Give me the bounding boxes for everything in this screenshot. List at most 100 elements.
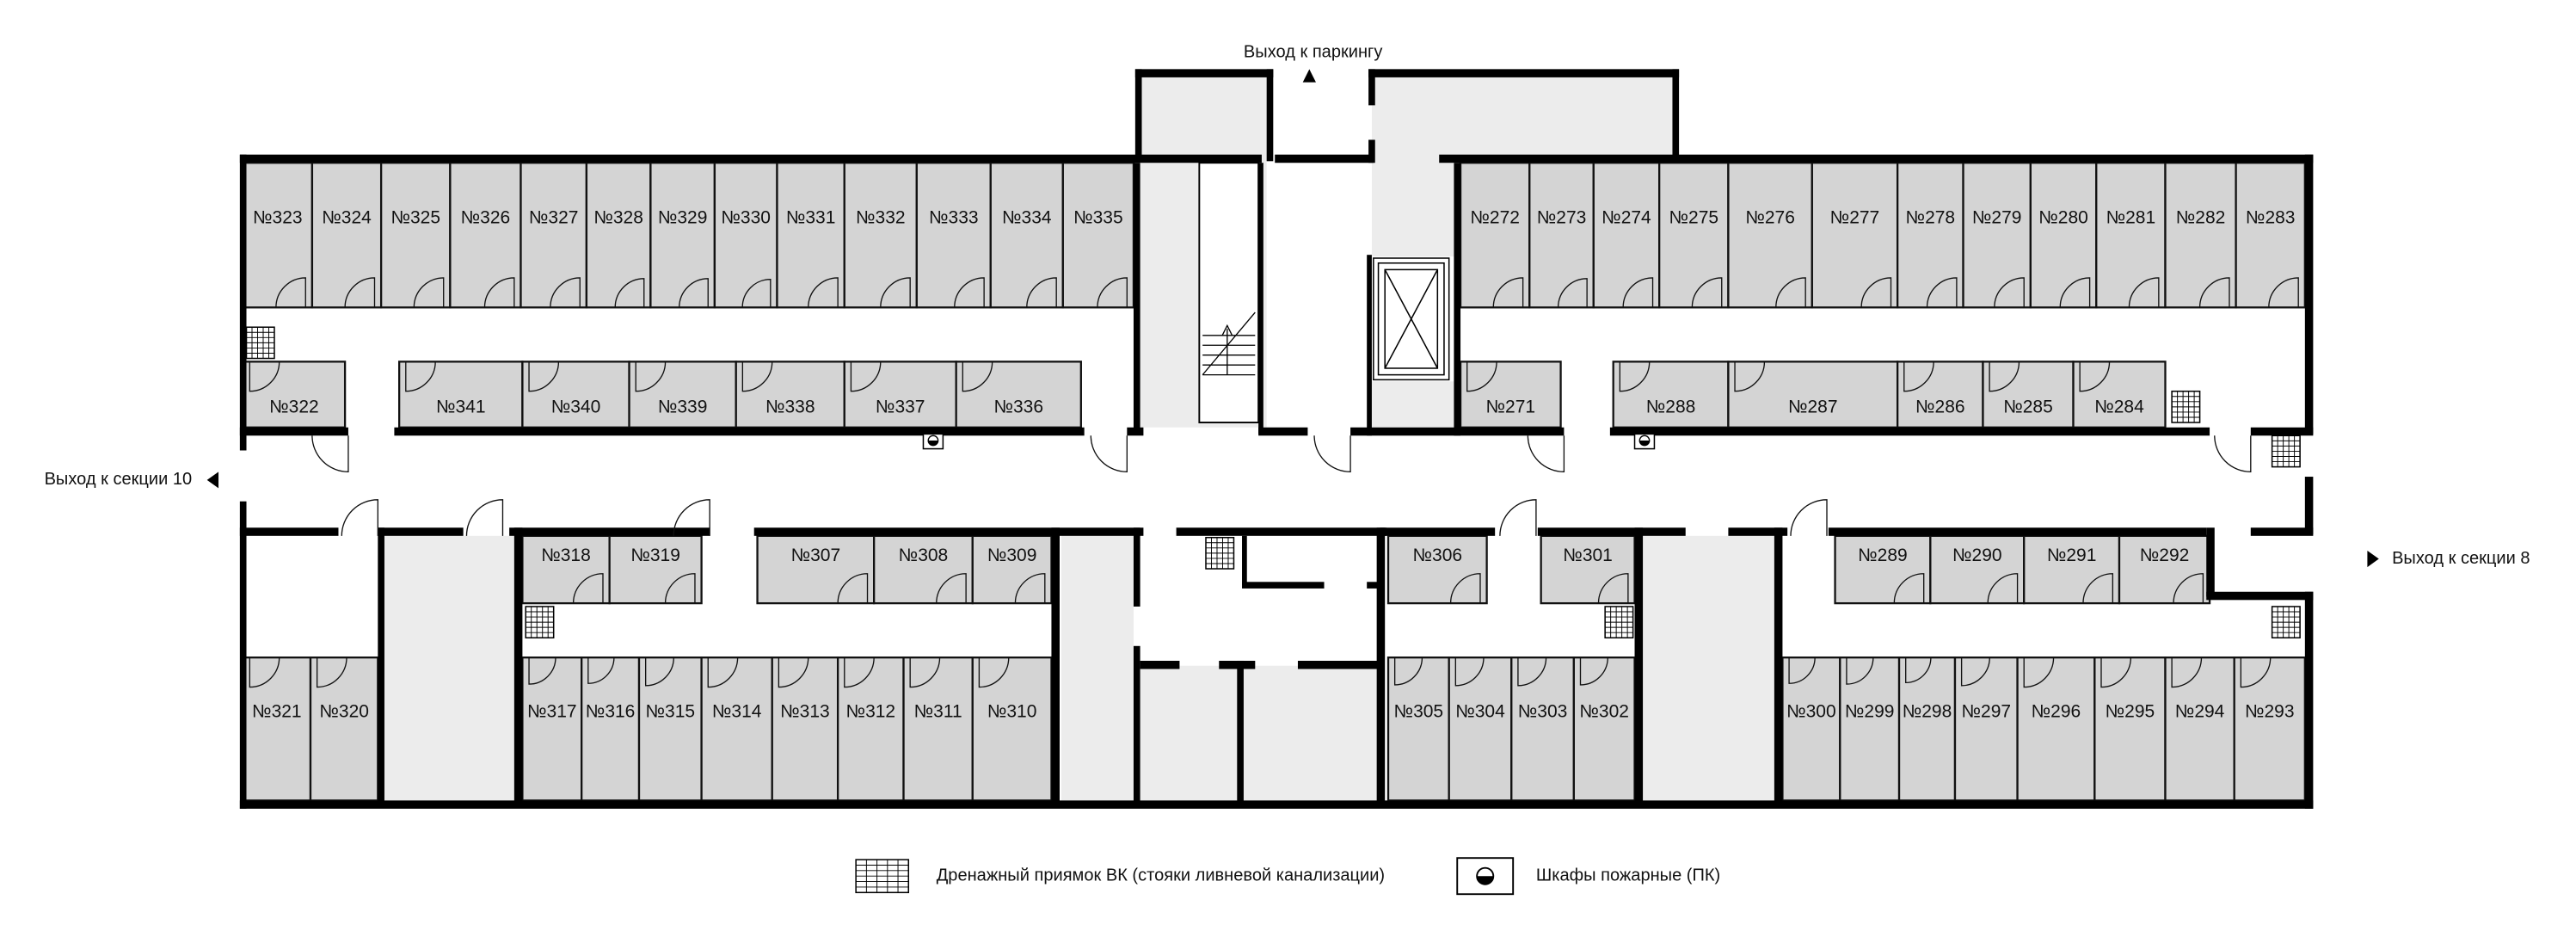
door[interactable] [2128,277,2160,308]
door[interactable] [741,361,773,392]
storage-unit[interactable]: №276 [1727,162,1813,309]
door[interactable] [844,657,875,688]
storage-unit[interactable]: №316 [581,657,641,802]
storage-unit[interactable]: №338 [735,361,845,428]
door[interactable] [1893,573,1925,604]
door[interactable] [808,277,839,308]
door[interactable] [1393,657,1423,686]
storage-unit[interactable]: №286 [1896,361,1984,428]
door[interactable] [1846,657,1874,685]
storage-unit[interactable]: №305 [1386,657,1450,802]
door[interactable] [1775,277,1806,308]
door[interactable] [465,499,504,536]
door[interactable] [778,657,809,688]
storage-unit[interactable]: №293 [2233,657,2306,802]
storage-unit[interactable]: №333 [915,162,992,309]
door[interactable] [909,657,941,688]
door[interactable] [249,361,280,392]
storage-unit[interactable]: №271 [1459,361,1562,428]
door[interactable] [587,657,615,684]
storage-unit[interactable]: №274 [1592,162,1661,309]
door[interactable] [1517,657,1547,687]
door[interactable] [341,499,378,536]
door[interactable] [1449,573,1481,604]
storage-unit[interactable]: №335 [1061,162,1135,309]
door[interactable] [1989,361,2020,392]
door[interactable] [528,361,560,392]
storage-unit[interactable]: №332 [843,162,918,309]
door[interactable] [2079,361,2111,392]
storage-unit[interactable]: №336 [955,361,1082,428]
door[interactable] [741,278,772,308]
door[interactable] [880,277,911,308]
storage-unit[interactable]: №299 [1839,657,1901,802]
storage-unit[interactable]: №303 [1510,657,1575,802]
door[interactable] [344,277,376,308]
door[interactable] [2240,657,2272,688]
storage-unit[interactable]: №294 [2164,657,2235,802]
storage-unit[interactable]: №328 [585,162,652,309]
storage-unit[interactable]: №285 [1982,361,2075,428]
door[interactable] [1026,277,1057,308]
storage-unit[interactable]: №321 [242,657,312,802]
storage-unit[interactable]: №275 [1658,162,1730,309]
storage-unit[interactable]: №337 [843,361,957,428]
storage-unit[interactable]: №340 [521,361,630,428]
storage-unit[interactable]: №318 [521,534,611,605]
door[interactable] [1454,657,1485,687]
door[interactable] [1903,361,1934,392]
door[interactable] [936,573,967,604]
door[interactable] [1313,435,1351,472]
storage-unit[interactable]: №281 [2095,162,2167,309]
storage-unit[interactable]: №272 [1459,162,1531,309]
storage-unit[interactable]: №290 [1929,534,2026,605]
storage-unit[interactable]: №288 [1612,361,1730,428]
door[interactable] [405,361,436,392]
storage-unit[interactable]: №300 [1781,657,1841,802]
door[interactable] [644,657,674,687]
door[interactable] [1960,657,1990,687]
door[interactable] [1557,278,1588,308]
storage-unit[interactable]: №331 [776,162,845,309]
storage-unit[interactable]: №302 [1572,657,1636,802]
door[interactable] [2198,277,2230,308]
storage-unit[interactable]: №296 [2016,657,2096,802]
storage-unit[interactable]: №341 [398,361,524,428]
door[interactable] [954,277,985,308]
door[interactable] [1466,361,1497,392]
door[interactable] [679,278,709,308]
door[interactable] [2023,657,2055,688]
door[interactable] [2173,573,2204,604]
door[interactable] [2100,657,2132,688]
storage-unit[interactable]: №324 [310,162,383,309]
storage-unit[interactable]: №308 [873,534,974,605]
storage-unit[interactable]: №311 [902,657,974,802]
door[interactable] [2171,657,2203,688]
storage-unit[interactable]: №313 [771,657,839,802]
storage-unit[interactable]: №323 [242,162,314,309]
door[interactable] [311,435,349,472]
door[interactable] [1492,277,1524,308]
door[interactable] [1926,277,1958,308]
storage-unit[interactable]: №279 [1962,162,2032,309]
storage-unit[interactable]: №289 [1834,534,1932,605]
door[interactable] [413,277,445,308]
storage-unit[interactable]: №319 [608,534,703,605]
door[interactable] [1734,361,1766,392]
door[interactable] [2268,277,2299,308]
storage-unit[interactable]: №334 [989,162,1064,309]
door[interactable] [1499,499,1537,536]
door[interactable] [1987,573,2019,604]
storage-unit[interactable]: №301 [1540,534,1636,605]
storage-unit[interactable]: №297 [1953,657,2019,802]
storage-unit[interactable]: №282 [2164,162,2237,309]
door[interactable] [1597,573,1629,604]
storage-unit[interactable]: №295 [2093,657,2167,802]
storage-unit[interactable]: №283 [2235,162,2306,309]
storage-unit[interactable]: №315 [637,657,703,802]
storage-unit[interactable]: №273 [1528,162,1595,309]
door[interactable] [316,657,347,688]
door[interactable] [1097,277,1128,308]
door[interactable] [1905,657,1932,684]
door[interactable] [483,277,515,308]
